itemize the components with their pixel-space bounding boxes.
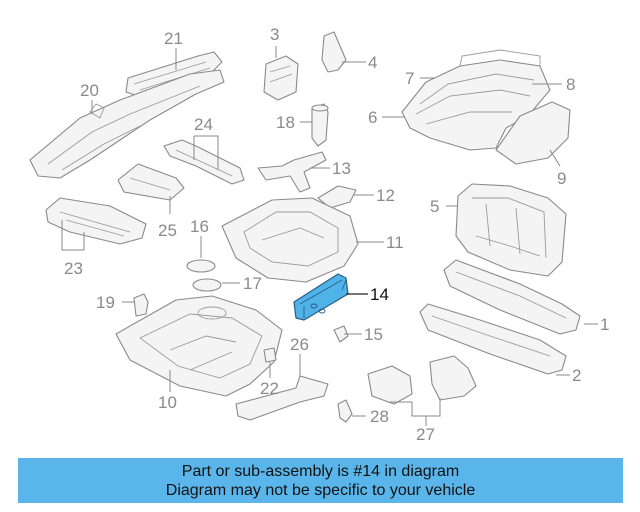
callout-18: 18: [276, 113, 295, 132]
callout-16: 16: [190, 217, 209, 236]
callout-3: 3: [270, 25, 279, 44]
callout-24: 24: [194, 115, 213, 134]
callout-27: 27: [416, 425, 435, 444]
callout-8: 8: [566, 75, 575, 94]
part-17: [192, 278, 222, 292]
callout-20: 20: [80, 81, 99, 100]
callout-25: 25: [158, 221, 177, 240]
part-21: [125, 51, 223, 97]
part-5: [455, 183, 567, 277]
part-25: [117, 163, 185, 201]
callout-22: 22: [260, 379, 279, 398]
part-16: [186, 259, 216, 273]
part-19: [133, 293, 149, 317]
part-9: [495, 101, 571, 165]
callout-19: 19: [96, 293, 115, 312]
part-2: [419, 303, 567, 375]
part-4: [321, 31, 347, 73]
banner-line-1: Part or sub-assembly is #14 in diagram: [181, 463, 460, 480]
part-10: [115, 295, 283, 397]
part-27: [367, 355, 477, 405]
callout-15: 15: [364, 325, 383, 344]
parts-diagram: 1 2 3 4 5 6 7 8 9 10 11 12 13 14 15 16 1…: [29, 25, 609, 444]
callout-1: 1: [600, 315, 609, 334]
callout-7: 7: [405, 69, 414, 88]
callout-26: 26: [290, 335, 309, 354]
leader-lines: [61, 46, 598, 426]
part-1: [443, 259, 581, 335]
callout-4: 4: [368, 53, 377, 72]
banner-line-2: Diagram may not be specific to your vehi…: [165, 482, 476, 499]
part-15: [333, 325, 349, 343]
callout-21: 21: [164, 29, 183, 48]
callout-6: 6: [368, 108, 377, 127]
callout-9: 9: [557, 169, 566, 188]
part-3: [263, 55, 299, 101]
part-18: [311, 103, 329, 147]
callout-23: 23: [64, 259, 83, 278]
part-26: [235, 375, 329, 421]
part-22: [263, 347, 277, 363]
callout-10: 10: [158, 393, 177, 412]
callout-28: 28: [370, 407, 389, 426]
part-28: [337, 399, 353, 423]
callout-12: 12: [376, 186, 395, 205]
callout-5: 5: [430, 197, 439, 216]
part-11: [221, 197, 359, 283]
part-20: [29, 69, 225, 179]
part-24: [163, 139, 245, 185]
callout-2: 2: [572, 366, 581, 385]
callout-14: 14: [370, 285, 389, 304]
callout-13: 13: [332, 159, 351, 178]
callout-17: 17: [243, 274, 262, 293]
part-13: [257, 151, 327, 193]
callout-labels: 1 2 3 4 5 6 7 8 9 10 11 12 13 14 15 16 1…: [64, 25, 609, 444]
callout-11: 11: [386, 233, 404, 252]
info-banner: Part or sub-assembly is #14 in diagram D…: [18, 458, 623, 503]
part-23: [45, 197, 147, 245]
